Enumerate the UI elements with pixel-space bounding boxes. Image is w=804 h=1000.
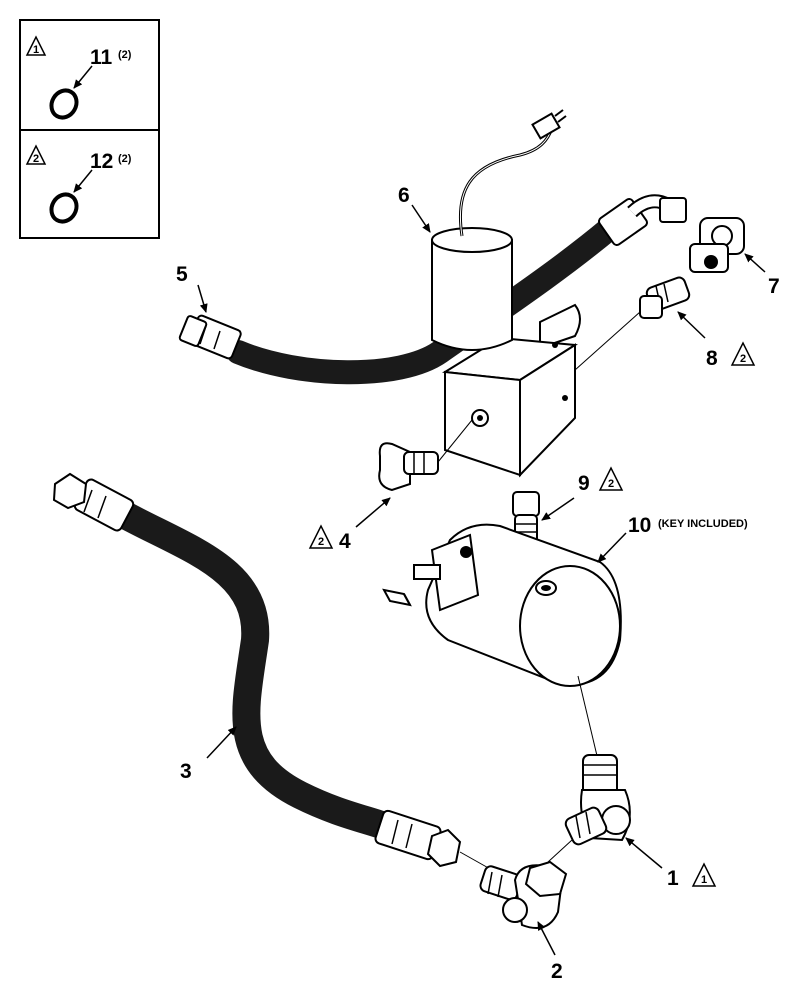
svg-text:7: 7 [768, 275, 780, 298]
callout-10: 10 (KEY INCLUDED) [628, 514, 748, 537]
svg-text:6: 6 [398, 184, 410, 207]
revision-flag-icon: 1 [25, 35, 47, 56]
callout-7: 7 [768, 275, 780, 298]
callout-4: 2 4 [308, 524, 351, 553]
svg-text:2: 2 [740, 353, 746, 365]
callout-8: 8 2 [706, 341, 756, 370]
callout-2: 2 [551, 960, 563, 983]
legend-box: 1 11 (2) 2 12 (2) [19, 19, 160, 239]
svg-text:8: 8 [706, 347, 718, 370]
callout-6: 6 [398, 184, 410, 207]
elbow-fitting-2 [479, 860, 568, 929]
callout-5: 5 [176, 263, 188, 286]
legend-quantity: (2) [118, 153, 132, 165]
svg-text:1: 1 [667, 867, 679, 890]
revision-flag-icon: 2 [308, 524, 334, 549]
svg-text:3: 3 [180, 760, 192, 783]
revision-flag-icon: 2 [25, 144, 47, 165]
svg-text:2: 2 [608, 478, 614, 490]
svg-text:1: 1 [33, 44, 39, 56]
svg-text:9: 9 [578, 472, 590, 495]
revision-flag-icon: 2 [730, 341, 756, 366]
lower-hose-3 [52, 472, 493, 871]
key-included-note: (KEY INCLUDED) [658, 518, 748, 530]
svg-text:1: 1 [701, 874, 707, 886]
elbow-fitting-4 [378, 419, 473, 492]
callout-9: 9 2 [578, 466, 624, 495]
elbow-fitting-7 [689, 217, 745, 273]
callout-1: 1 1 [667, 862, 717, 890]
legend-part-number: 11 [90, 46, 113, 69]
callout-leaders [197, 204, 766, 956]
legend-item-oring-11: 1 11 (2) [25, 35, 132, 120]
svg-text:5: 5 [176, 263, 188, 286]
svg-text:2: 2 [318, 536, 324, 548]
svg-text:2: 2 [551, 960, 563, 983]
svg-text:10: 10 [628, 514, 651, 537]
legend-part-number: 12 [90, 150, 113, 173]
upper-hose-5 [178, 194, 687, 385]
straight-fitting-8 [574, 276, 691, 371]
valve-block [441, 303, 581, 478]
legend-quantity: (2) [118, 49, 132, 61]
svg-text:2: 2 [33, 153, 39, 165]
pump-motor-10 [413, 523, 622, 687]
revision-flag-icon: 1 [691, 862, 717, 887]
shaft-key [382, 588, 412, 607]
solenoid-6 [431, 109, 567, 351]
revision-flag-icon: 2 [598, 466, 624, 491]
svg-text:4: 4 [339, 530, 351, 553]
legend-item-oring-12: 2 12 (2) [25, 144, 132, 224]
o-ring-icon [49, 88, 79, 120]
callout-3: 3 [180, 760, 192, 783]
o-ring-icon [49, 192, 79, 224]
tee-fitting-1 [547, 675, 631, 863]
